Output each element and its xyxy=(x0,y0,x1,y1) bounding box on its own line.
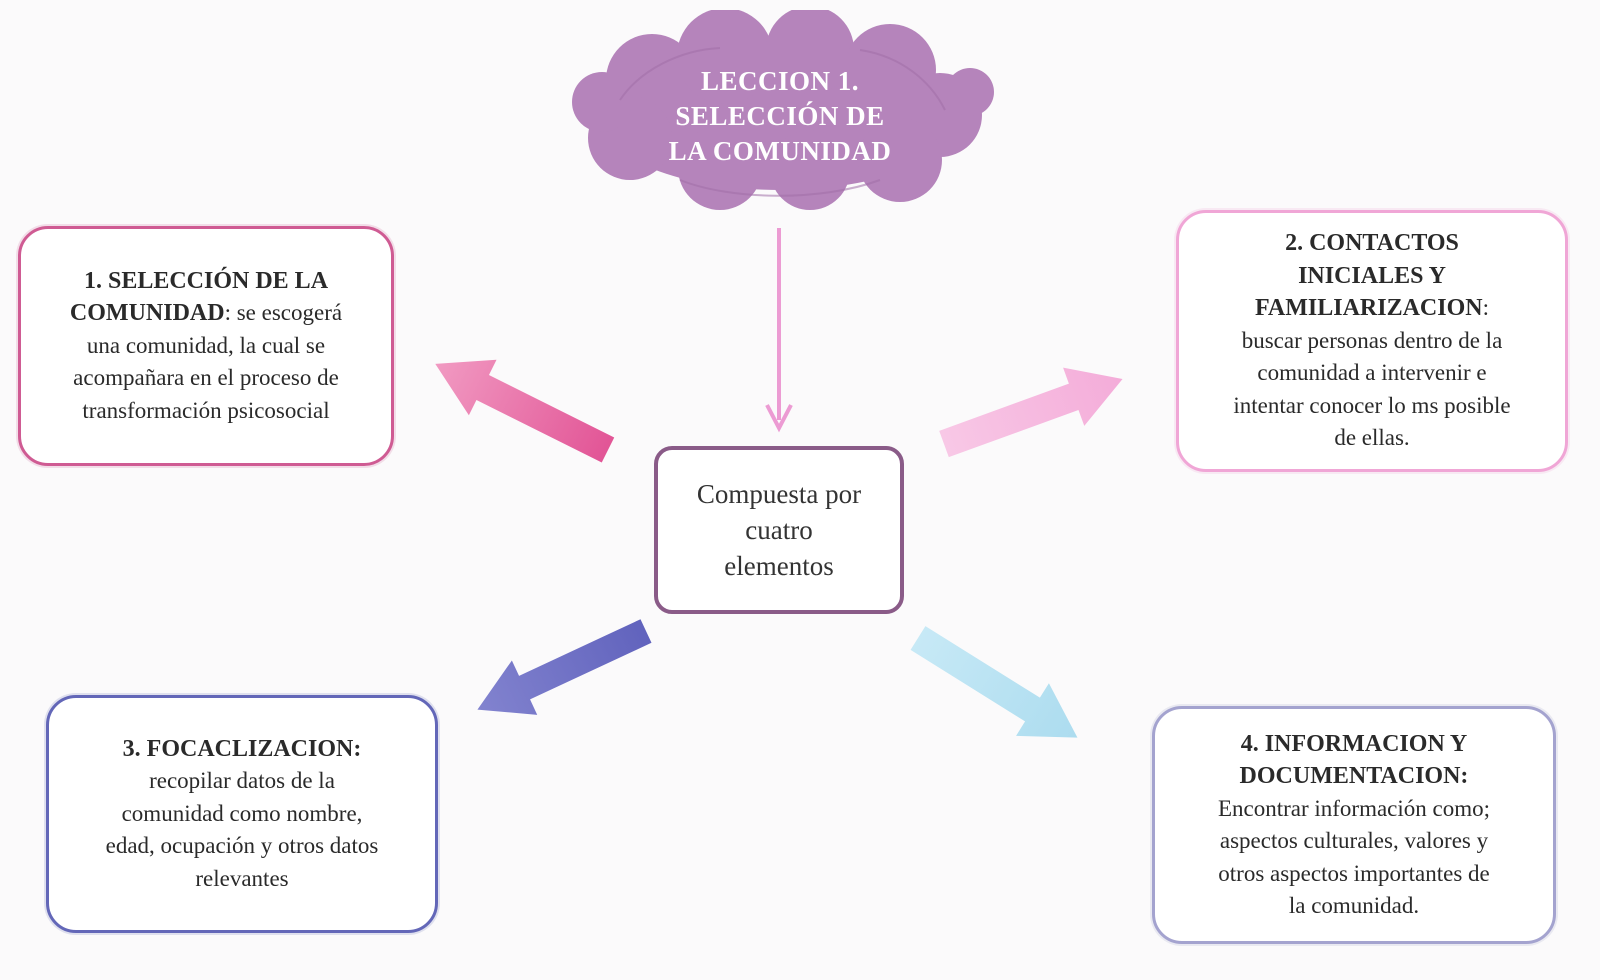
cloud-title-line-3: LA COMUNIDAD xyxy=(668,136,892,166)
element-3-box: 3. FOCACLIZACION: recopilar datos de la … xyxy=(46,695,438,933)
element-1-text-1: : se escogerá xyxy=(224,300,343,326)
cloud-title-line-1: LECCION 1. xyxy=(700,66,860,96)
element-1-text-4: transformación psicosocial xyxy=(82,397,330,423)
center-node-text: Compuesta por cuatro elementos xyxy=(679,476,879,584)
element-2-text-1: : xyxy=(1482,295,1489,321)
element-4-text-2: aspectos culturales, valores y xyxy=(1219,828,1489,853)
center-node: Compuesta por cuatro elementos xyxy=(654,446,904,614)
element-4-text-3: otros aspectos importantes de xyxy=(1218,860,1490,886)
element-3-text-1: recopilar datos de la xyxy=(149,768,335,794)
arrow-to-element-4 xyxy=(910,626,1078,738)
element-4-line-2: DOCUMENTACION: xyxy=(1169,760,1539,793)
element-3-text-2: comunidad como nombre, xyxy=(121,800,363,826)
element-4-box: 4. INFORMACION Y DOCUMENTACION: Encontra… xyxy=(1152,706,1556,944)
element-4-heading-2: DOCUMENTACION: xyxy=(1239,763,1469,789)
center-line-3: elementos xyxy=(724,551,834,581)
arrow-to-element-1 xyxy=(435,359,615,463)
element-2-heading-3: FAMILIARIZACION xyxy=(1255,295,1483,322)
element-3-line-1: 3. FOCACLIZACION: xyxy=(63,733,421,766)
element-4-heading-1: 4. INFORMACION Y xyxy=(1240,730,1468,757)
element-1-text-3: acompañara en el proceso de xyxy=(73,365,339,391)
element-4-text-1: Encontrar información como; xyxy=(1217,795,1491,821)
element-2-text-4: intentar conocer lo ms posible xyxy=(1233,392,1511,418)
element-2-line-3: FAMILIARIZACION: xyxy=(1193,292,1551,325)
element-1-line-2: COMUNIDAD: se escogerá xyxy=(35,297,377,330)
element-3-heading-1: 3. FOCACLIZACION: xyxy=(122,735,362,762)
element-4-line-1: 4. INFORMACION Y xyxy=(1169,728,1539,761)
element-2-text-2: buscar personas dentro de la xyxy=(1241,327,1503,353)
element-2-text-5: de ellas. xyxy=(1334,425,1410,451)
arrow-to-element-3 xyxy=(477,619,652,715)
element-2-heading-1: 2. CONTACTOS xyxy=(1285,230,1459,257)
element-2-line-1: 2. CONTACTOS xyxy=(1193,227,1551,260)
element-1-heading-2: COMUNIDAD xyxy=(69,300,225,327)
element-3-text-4: relevantes xyxy=(195,865,289,891)
element-2-text-3: comunidad a intervenir e xyxy=(1257,360,1487,386)
element-3-text-3: edad, ocupación y otros datos xyxy=(105,833,379,859)
cloud-shape xyxy=(572,10,994,210)
element-2-box: 2. CONTACTOS INICIALES Y FAMILIARIZACION… xyxy=(1176,210,1568,472)
center-line-2: cuatro xyxy=(745,515,813,545)
center-line-1: Compuesta por xyxy=(696,479,862,509)
arrow-down xyxy=(765,228,793,433)
element-1-text-2: una comunidad, la cual se xyxy=(86,332,326,358)
element-1-box: 1. SELECCIÓN DE LA COMUNIDAD: se escoger… xyxy=(18,226,394,466)
element-2-line-2: INICIALES Y xyxy=(1193,260,1551,293)
element-1-heading-1: 1. SELECCIÓN DE LA xyxy=(83,267,329,294)
element-2-heading-2: INICIALES Y xyxy=(1298,262,1446,289)
cloud-title-text: LECCION 1. SELECCIÓN DE LA COMUNIDAD xyxy=(620,64,940,169)
element-1-line-1: 1. SELECCIÓN DE LA xyxy=(35,265,377,298)
cloud-title-line-2: SELECCIÓN DE xyxy=(675,101,885,131)
element-4-text-4: la comunidad. xyxy=(1288,893,1420,918)
title-cloud: LECCION 1. SELECCIÓN DE LA COMUNIDAD xyxy=(560,10,1000,215)
arrow-to-element-2 xyxy=(939,367,1123,458)
